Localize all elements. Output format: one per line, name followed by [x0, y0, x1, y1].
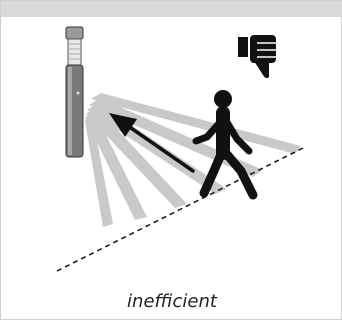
thumbs-down-icon — [238, 35, 276, 78]
bollard-light-icon — [66, 27, 83, 157]
caption-text: inefficient — [1, 291, 342, 312]
light-beam — [85, 93, 301, 227]
